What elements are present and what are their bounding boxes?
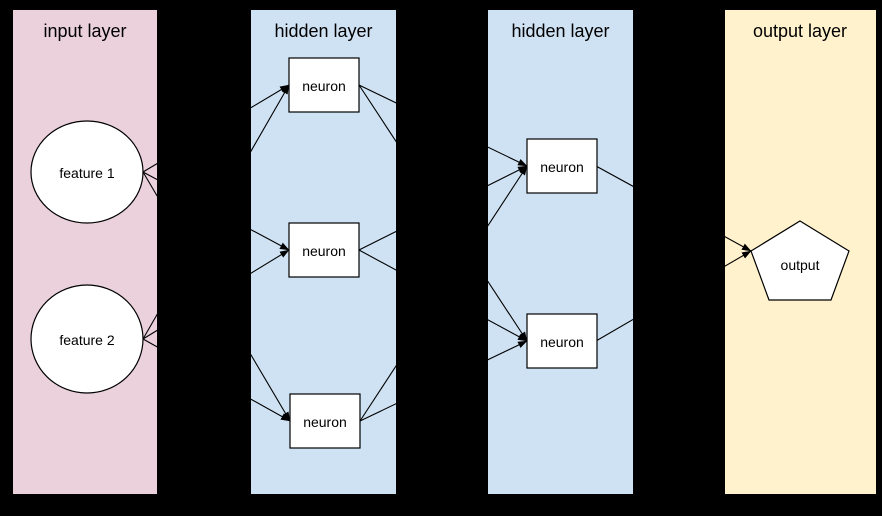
gap-masks xyxy=(157,0,725,516)
node-h2-neuron-1-label: neuron xyxy=(540,159,584,175)
title-input-layer: input layer xyxy=(43,21,126,41)
node-output xyxy=(750,220,850,301)
node-feature-2-label: feature 2 xyxy=(59,332,114,348)
gap-mask-1 xyxy=(157,0,251,516)
node-h2-neuron-2-label: neuron xyxy=(540,334,584,350)
node-h1-neuron-1 xyxy=(288,57,360,113)
node-h2-neuron-2 xyxy=(526,313,598,369)
node-h1-neuron-3 xyxy=(289,393,361,449)
node-output-label: output xyxy=(781,257,820,273)
panel-input-layer xyxy=(13,10,157,494)
panel-hidden-layer-2 xyxy=(488,10,633,494)
node-h1-neuron-1-label: neuron xyxy=(302,78,346,94)
node-h2-neuron-1 xyxy=(526,138,598,194)
title-output-layer: output layer xyxy=(753,21,847,41)
node-feature-1 xyxy=(30,120,144,224)
gap-mask-3 xyxy=(633,0,725,516)
node-h1-neuron-2 xyxy=(288,222,360,278)
node-feature-2 xyxy=(30,284,144,394)
node-h1-neuron-3-label: neuron xyxy=(303,414,347,430)
node-h1-neuron-2-label: neuron xyxy=(302,243,346,259)
layer-titles: input layer hidden layer hidden layer ou… xyxy=(43,21,847,41)
title-hidden-layer-1: hidden layer xyxy=(274,21,372,41)
node-feature-1-label: feature 1 xyxy=(59,165,114,181)
nodes: feature 1 feature 2 neuron neuron neuron… xyxy=(30,57,850,449)
gap-mask-2 xyxy=(396,0,488,516)
title-hidden-layer-2: hidden layer xyxy=(511,21,609,41)
